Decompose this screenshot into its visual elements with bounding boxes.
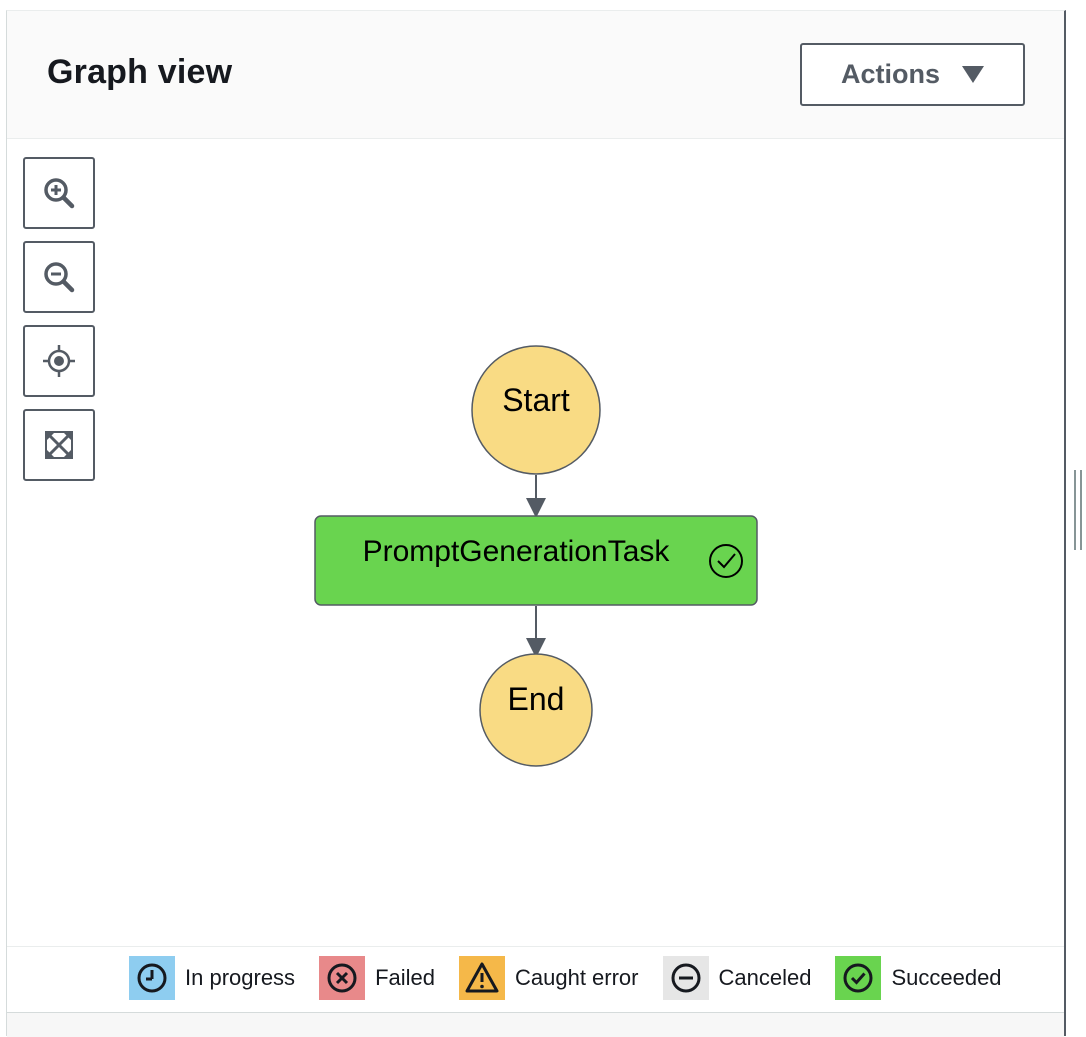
task-node-promptgenerationtask[interactable]: PromptGenerationTask — [314, 515, 758, 606]
legend-item-failed: Failed — [319, 956, 435, 1000]
center-button[interactable] — [23, 325, 95, 397]
start-node-label: Start — [502, 382, 570, 418]
legend-item-in-progress: In progress — [129, 956, 295, 1000]
center-icon — [43, 345, 75, 377]
panel-header: Graph view Actions — [7, 11, 1064, 139]
legend-swatch-succeeded — [835, 956, 882, 1000]
end-node-label: End — [508, 681, 565, 717]
zoom-in-icon — [44, 178, 75, 209]
check-circle-icon — [843, 963, 873, 993]
legend-item-canceled: Canceled — [662, 956, 812, 1000]
graph-view-panel: Graph view Actions — [6, 10, 1066, 1037]
x-circle-icon — [327, 963, 357, 993]
legend-label-failed: Failed — [375, 965, 435, 990]
actions-button[interactable]: Actions — [800, 43, 1025, 106]
legend-label-caught-error: Caught error — [514, 965, 639, 990]
page-title: Graph view — [47, 53, 233, 91]
legend-swatch-in-progress — [129, 956, 175, 1000]
graph-canvas[interactable]: Start PromptGenerationTask End — [7, 140, 1064, 946]
state-machine-graph: Start PromptGenerationTask End — [314, 345, 758, 767]
legend-swatch-failed — [319, 956, 366, 1000]
fit-to-screen-icon — [45, 431, 73, 459]
end-node[interactable]: End — [479, 653, 593, 767]
zoom-out-button[interactable] — [23, 241, 95, 313]
legend-swatch-canceled — [662, 956, 709, 1000]
start-node[interactable]: Start — [471, 345, 601, 475]
clock-icon — [137, 963, 167, 993]
minus-circle-icon — [671, 963, 700, 993]
bottom-strip — [7, 1012, 1064, 1037]
legend: In progress Failed — [129, 956, 1026, 1000]
legend-item-succeeded: Succeeded — [835, 956, 1002, 1000]
fit-to-screen-button[interactable] — [23, 409, 95, 481]
task-node-label: PromptGenerationTask — [363, 535, 671, 568]
legend-bar: In progress Failed — [7, 946, 1064, 1012]
panel-resize-handle[interactable] — [1074, 470, 1082, 550]
zoom-out-icon — [44, 262, 75, 293]
legend-item-caught-error: Caught error — [458, 956, 639, 1000]
warning-icon — [465, 962, 499, 993]
legend-label-in-progress: In progress — [185, 965, 296, 990]
legend-label-canceled: Canceled — [718, 965, 812, 990]
check-circle-icon — [709, 544, 743, 578]
actions-button-label: Actions — [840, 59, 940, 89]
legend-swatch-caught-error — [458, 956, 505, 1000]
caret-down-icon — [962, 66, 984, 83]
zoom-in-button[interactable] — [23, 157, 95, 229]
legend-label-succeeded: Succeeded — [891, 965, 1002, 990]
